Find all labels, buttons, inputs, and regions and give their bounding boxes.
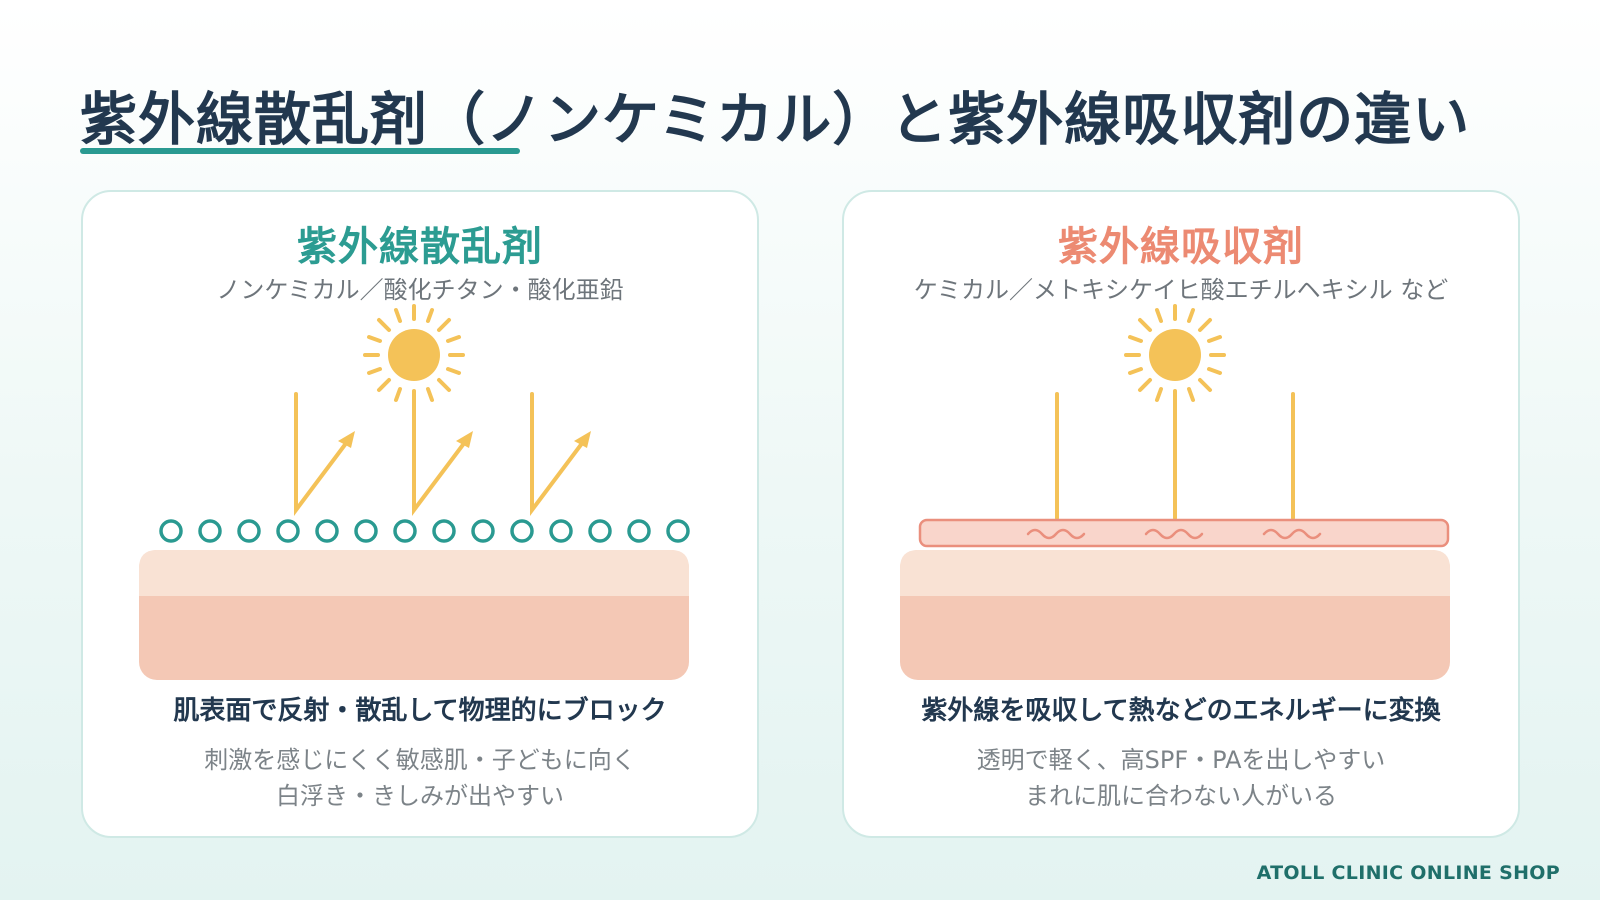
brand-footer: ATOLL CLINIC ONLINE SHOP: [1256, 862, 1560, 884]
particle: [198, 519, 222, 543]
heat-wave-icon: [1262, 528, 1322, 540]
scattering-agent-card: 紫外線散乱剤 ノンケミカル／酸化チタン・酸化亜鉛: [81, 190, 759, 838]
card-desc-line-1: 透明で軽く、高SPF・PAを出しやすい: [976, 746, 1386, 774]
card-lead-text: 紫外線を吸収して熱などのエネルギーに変換: [921, 696, 1441, 726]
reflected-ray-1: [294, 392, 355, 516]
page-title: 紫外線散乱剤（ノンケミカル）と紫外線吸収剤の違い: [80, 87, 1471, 153]
particle: [237, 519, 261, 543]
absorbed-rays: [1055, 392, 1295, 520]
particle: [315, 519, 339, 543]
heat-wave-icon: [1026, 528, 1086, 540]
particle: [471, 519, 495, 543]
particle: [666, 519, 690, 543]
card-desc-line-1: 刺激を感じにくく敏感肌・子どもに向く: [204, 746, 636, 774]
card-subtitle: ケミカル／メトキシケイヒ酸エチルヘキシル など: [913, 276, 1449, 304]
particle: [549, 519, 573, 543]
reflected-ray-3: [530, 392, 591, 516]
card-lead-text: 肌表面で反射・散乱して物理的にブロック: [173, 696, 667, 726]
scattering-diagram: [139, 304, 690, 680]
card-heading: 紫外線吸収剤: [1058, 224, 1304, 270]
absorbing-diagram: [900, 304, 1450, 680]
sun-icon: [363, 304, 465, 406]
skin-layer: [900, 550, 1450, 680]
card-desc-line-2: 白浮き・きしみが出やすい: [276, 782, 564, 810]
absorber-film: [918, 518, 1450, 548]
card-heading: 紫外線散乱剤: [297, 224, 543, 270]
particle: [588, 519, 612, 543]
skin-layer: [139, 550, 689, 680]
particle-layer: [159, 519, 690, 543]
reflected-ray-2: [412, 392, 473, 516]
absorbing-agent-card: 紫外線吸収剤 ケミカル／メトキシケイヒ酸エチルヘキシル など: [842, 190, 1520, 838]
particle: [627, 519, 651, 543]
card-desc-line-2: まれに肌に合わない人がいる: [1025, 782, 1337, 810]
particle: [432, 519, 456, 543]
particle: [354, 519, 378, 543]
sun-icon: [1124, 304, 1226, 406]
particle: [510, 519, 534, 543]
heat-wave-icon: [1144, 528, 1204, 540]
particle: [159, 519, 183, 543]
title-underline: [80, 148, 520, 154]
card-subtitle: ノンケミカル／酸化チタン・酸化亜鉛: [216, 276, 624, 304]
particle: [393, 519, 417, 543]
particle: [276, 519, 300, 543]
